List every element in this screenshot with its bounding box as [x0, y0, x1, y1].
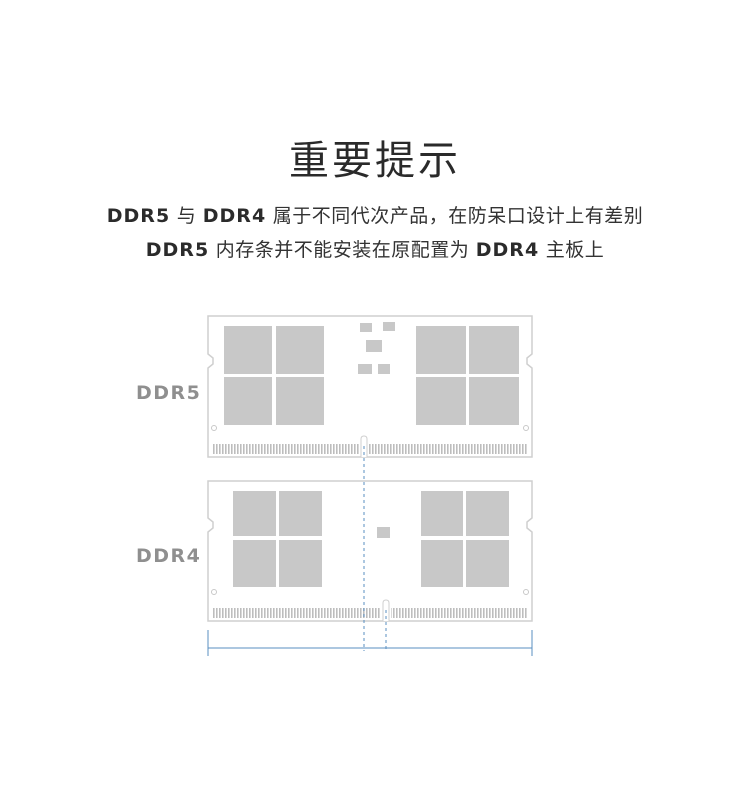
memory-chip [466, 540, 509, 587]
notice-ddr5-term: DDR5 [106, 205, 171, 227]
page-title: 重要提示 [289, 138, 461, 184]
notice-text: 主板上 [539, 239, 605, 261]
pmic-component [378, 364, 390, 374]
memory-chip [469, 377, 519, 425]
memory-chip [416, 326, 466, 374]
memory-chip [224, 326, 272, 374]
mounting-hole [211, 589, 217, 595]
memory-chip [279, 491, 322, 536]
notch-guide-lines [207, 446, 533, 656]
ddr4-chips-right [421, 491, 509, 587]
ddr4-contact-pins [213, 608, 381, 618]
notice-line-1: DDR5 与 DDR4 属于不同代次产品，在防呆口设计上有差别 [0, 201, 750, 228]
memory-chip [224, 377, 272, 425]
memory-chip [469, 326, 519, 374]
memory-chip [416, 377, 466, 425]
memory-chip [279, 540, 322, 587]
ddr5-contact-pins [369, 444, 527, 454]
memory-chip [421, 491, 463, 536]
memory-chip [466, 491, 509, 536]
ddr4-chips-left [233, 491, 322, 587]
notice-line-2: DDR5 内存条并不能安装在原配置为 DDR4 主板上 [0, 235, 750, 262]
notice-ddr4-term: DDR4 [475, 239, 540, 261]
ddr4-contact-pins [391, 608, 527, 618]
pmic-component [360, 323, 372, 332]
ddr5-module [207, 315, 533, 458]
ddr4-label: DDR4 [136, 545, 202, 567]
ddr5-chips-left [224, 326, 324, 425]
notice-ddr4-term: DDR4 [202, 205, 267, 227]
ddr4-module [207, 480, 533, 622]
spd-chip [377, 527, 390, 538]
memory-chip [233, 540, 276, 587]
memory-chip [276, 326, 324, 374]
mounting-hole [523, 425, 529, 431]
mounting-hole [211, 425, 217, 431]
notice-ddr5-term: DDR5 [145, 239, 210, 261]
memory-chip [233, 491, 276, 536]
ddr5-small-components [358, 322, 395, 374]
mounting-hole [523, 589, 529, 595]
notice-text: 与 [170, 205, 203, 227]
notice-text: 属于不同代次产品，在防呆口设计上有差别 [266, 205, 644, 227]
ddr5-chips-right [416, 326, 519, 425]
ddr5-contact-pins [213, 444, 359, 454]
ddr5-label: DDR5 [136, 382, 202, 404]
pmic-component [358, 364, 372, 374]
notice-text: 内存条并不能安装在原配置为 [209, 239, 476, 261]
pmic-component [366, 340, 382, 352]
memory-chip [276, 377, 324, 425]
pmic-component [383, 322, 395, 331]
memory-chip [421, 540, 463, 587]
